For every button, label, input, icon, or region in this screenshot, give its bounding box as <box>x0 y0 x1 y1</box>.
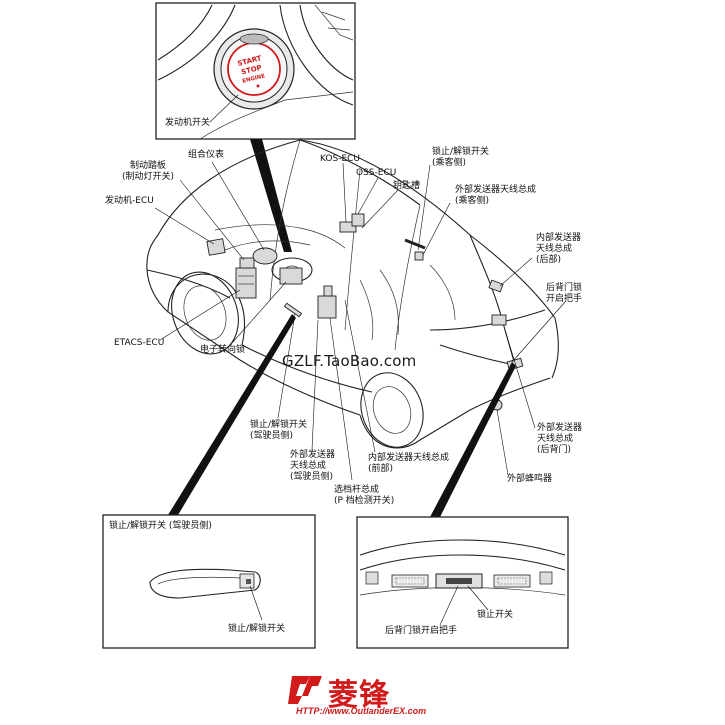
label-inset-rear-switch: 锁止开关 <box>477 610 514 620</box>
engine-ecu-part <box>206 238 226 256</box>
instrument-cluster-part <box>252 247 278 265</box>
label-brake-pedal-line1: 制动踏板 <box>130 161 167 171</box>
label-antenna-internal-front: 内部发送器天线总成 (前部) <box>368 453 449 475</box>
oss-ecu-part <box>351 213 365 227</box>
leader-lines <box>154 161 566 481</box>
label-antenna-internal-rear-line2: 天线总成 <box>536 244 573 254</box>
label-inset-rear-handle: 后背门锁开启把手 <box>385 626 458 636</box>
label-lock-switch-driver-line2: (驾驶员侧) <box>250 431 294 441</box>
label-antenna-internal-rear: 内部发送器 天线总成 (后部) <box>536 233 581 266</box>
label-selector-line2: (P 档检测开关) <box>334 496 395 506</box>
engine-text: ENGINE <box>242 73 266 85</box>
start-button-inset: START STOP ENGINE <box>155 2 356 140</box>
label-antenna-internal-rear-line3: (后部) <box>536 255 562 265</box>
label-tailgate-handle-line1: 后背门锁 <box>546 283 583 293</box>
door-handle-inset <box>102 514 316 649</box>
kos-ecu-part <box>339 221 357 233</box>
label-brake-pedal: 制动踏板 (制动灯开关) <box>122 161 174 183</box>
label-antenna-passenger: 外部发送器天线总成 (乘客侧) <box>455 185 536 207</box>
label-engine-ecu: 发动机-ECU <box>105 196 154 206</box>
logo-url: HTTP://www.OutlanderEX.com <box>296 706 427 716</box>
label-lock-switch-driver-line1: 锁止/解锁开关 <box>250 420 308 430</box>
label-antenna-driver-line1: 外部发送器 <box>290 450 336 460</box>
label-antenna-passenger-line1: 外部发送器天线总成 <box>455 185 537 195</box>
rear-antenna-part <box>488 279 504 293</box>
selector-part <box>317 285 337 319</box>
label-instrument-cluster: 组合仪表 <box>188 150 225 160</box>
label-buzzer: 外部蜂鸣器 <box>507 474 553 484</box>
tailgate-inset <box>356 516 569 649</box>
label-tailgate-handle-line2: 开启把手 <box>546 294 583 304</box>
label-antenna-tailgate-line1: 外部发送器 <box>537 423 583 433</box>
label-tailgate-handle: 后背门锁 开启把手 <box>546 283 582 305</box>
label-antenna-driver-line2: 天线总成 <box>290 461 327 471</box>
label-inset-driver-title: 锁止/解锁开关 (驾驶员侧) <box>109 521 212 531</box>
etacs-ecu-part <box>235 267 257 299</box>
label-antenna-internal-rear-line1: 内部发送器 <box>536 233 582 243</box>
logo-text: 菱锋 <box>328 678 390 713</box>
passenger-handle-part <box>404 238 426 261</box>
label-antenna-tailgate-line3: (后背门) <box>537 445 572 455</box>
label-antenna-passenger-line2: (乘客侧) <box>455 196 490 206</box>
outlander-logo: 菱锋 HTTP://www.OutlanderEX.com <box>286 668 446 722</box>
driver-handle-part <box>283 302 303 318</box>
label-antenna-driver: 外部发送器 天线总成 (驾驶员侧) <box>290 450 335 483</box>
label-antenna-internal-front-line2: (前部) <box>368 464 394 474</box>
label-lock-switch-passenger-line1: 锁止/解锁开关 <box>432 147 490 157</box>
label-antenna-tailgate: 外部发送器 天线总成 (后背门) <box>537 423 582 456</box>
label-brake-pedal-line2: (制动灯开关) <box>122 172 175 182</box>
label-lock-switch-passenger-line2: (乘客侧) <box>432 158 467 168</box>
label-kos-ecu: KOS-ECU <box>320 154 361 164</box>
label-antenna-driver-line3: (驾驶员侧) <box>290 472 334 482</box>
label-antenna-tailgate-line2: 天线总成 <box>537 434 574 444</box>
label-antenna-internal-front-line1: 内部发送器天线总成 <box>368 453 450 463</box>
label-steering-lock: 电子转向锁 <box>200 345 246 355</box>
label-etacs-ecu: ETACS-ECU <box>114 338 165 348</box>
watermark-text: GZLF.TaoBao.com <box>282 352 417 370</box>
steering-lock-part <box>279 267 303 285</box>
label-selector: 选档杆总成 (P 档检测开关) <box>334 485 394 507</box>
label-engine-switch: 发动机开关 <box>165 118 211 128</box>
brake-switch-part <box>239 257 255 269</box>
label-inset-driver-switch: 锁止/解锁开关 <box>228 624 286 634</box>
logo-mark-icon <box>288 676 322 704</box>
label-selector-line1: 选档杆总成 <box>334 485 380 495</box>
car-body <box>146 139 559 449</box>
label-key-slot: 钥匙槽 <box>393 181 421 191</box>
label-lock-switch-passenger: 锁止/解锁开关 (乘客侧) <box>432 147 489 169</box>
label-lock-switch-driver: 锁止/解锁开关 (驾驶员侧) <box>250 420 307 442</box>
label-oss-ecu: OSS-ECU <box>356 168 397 178</box>
